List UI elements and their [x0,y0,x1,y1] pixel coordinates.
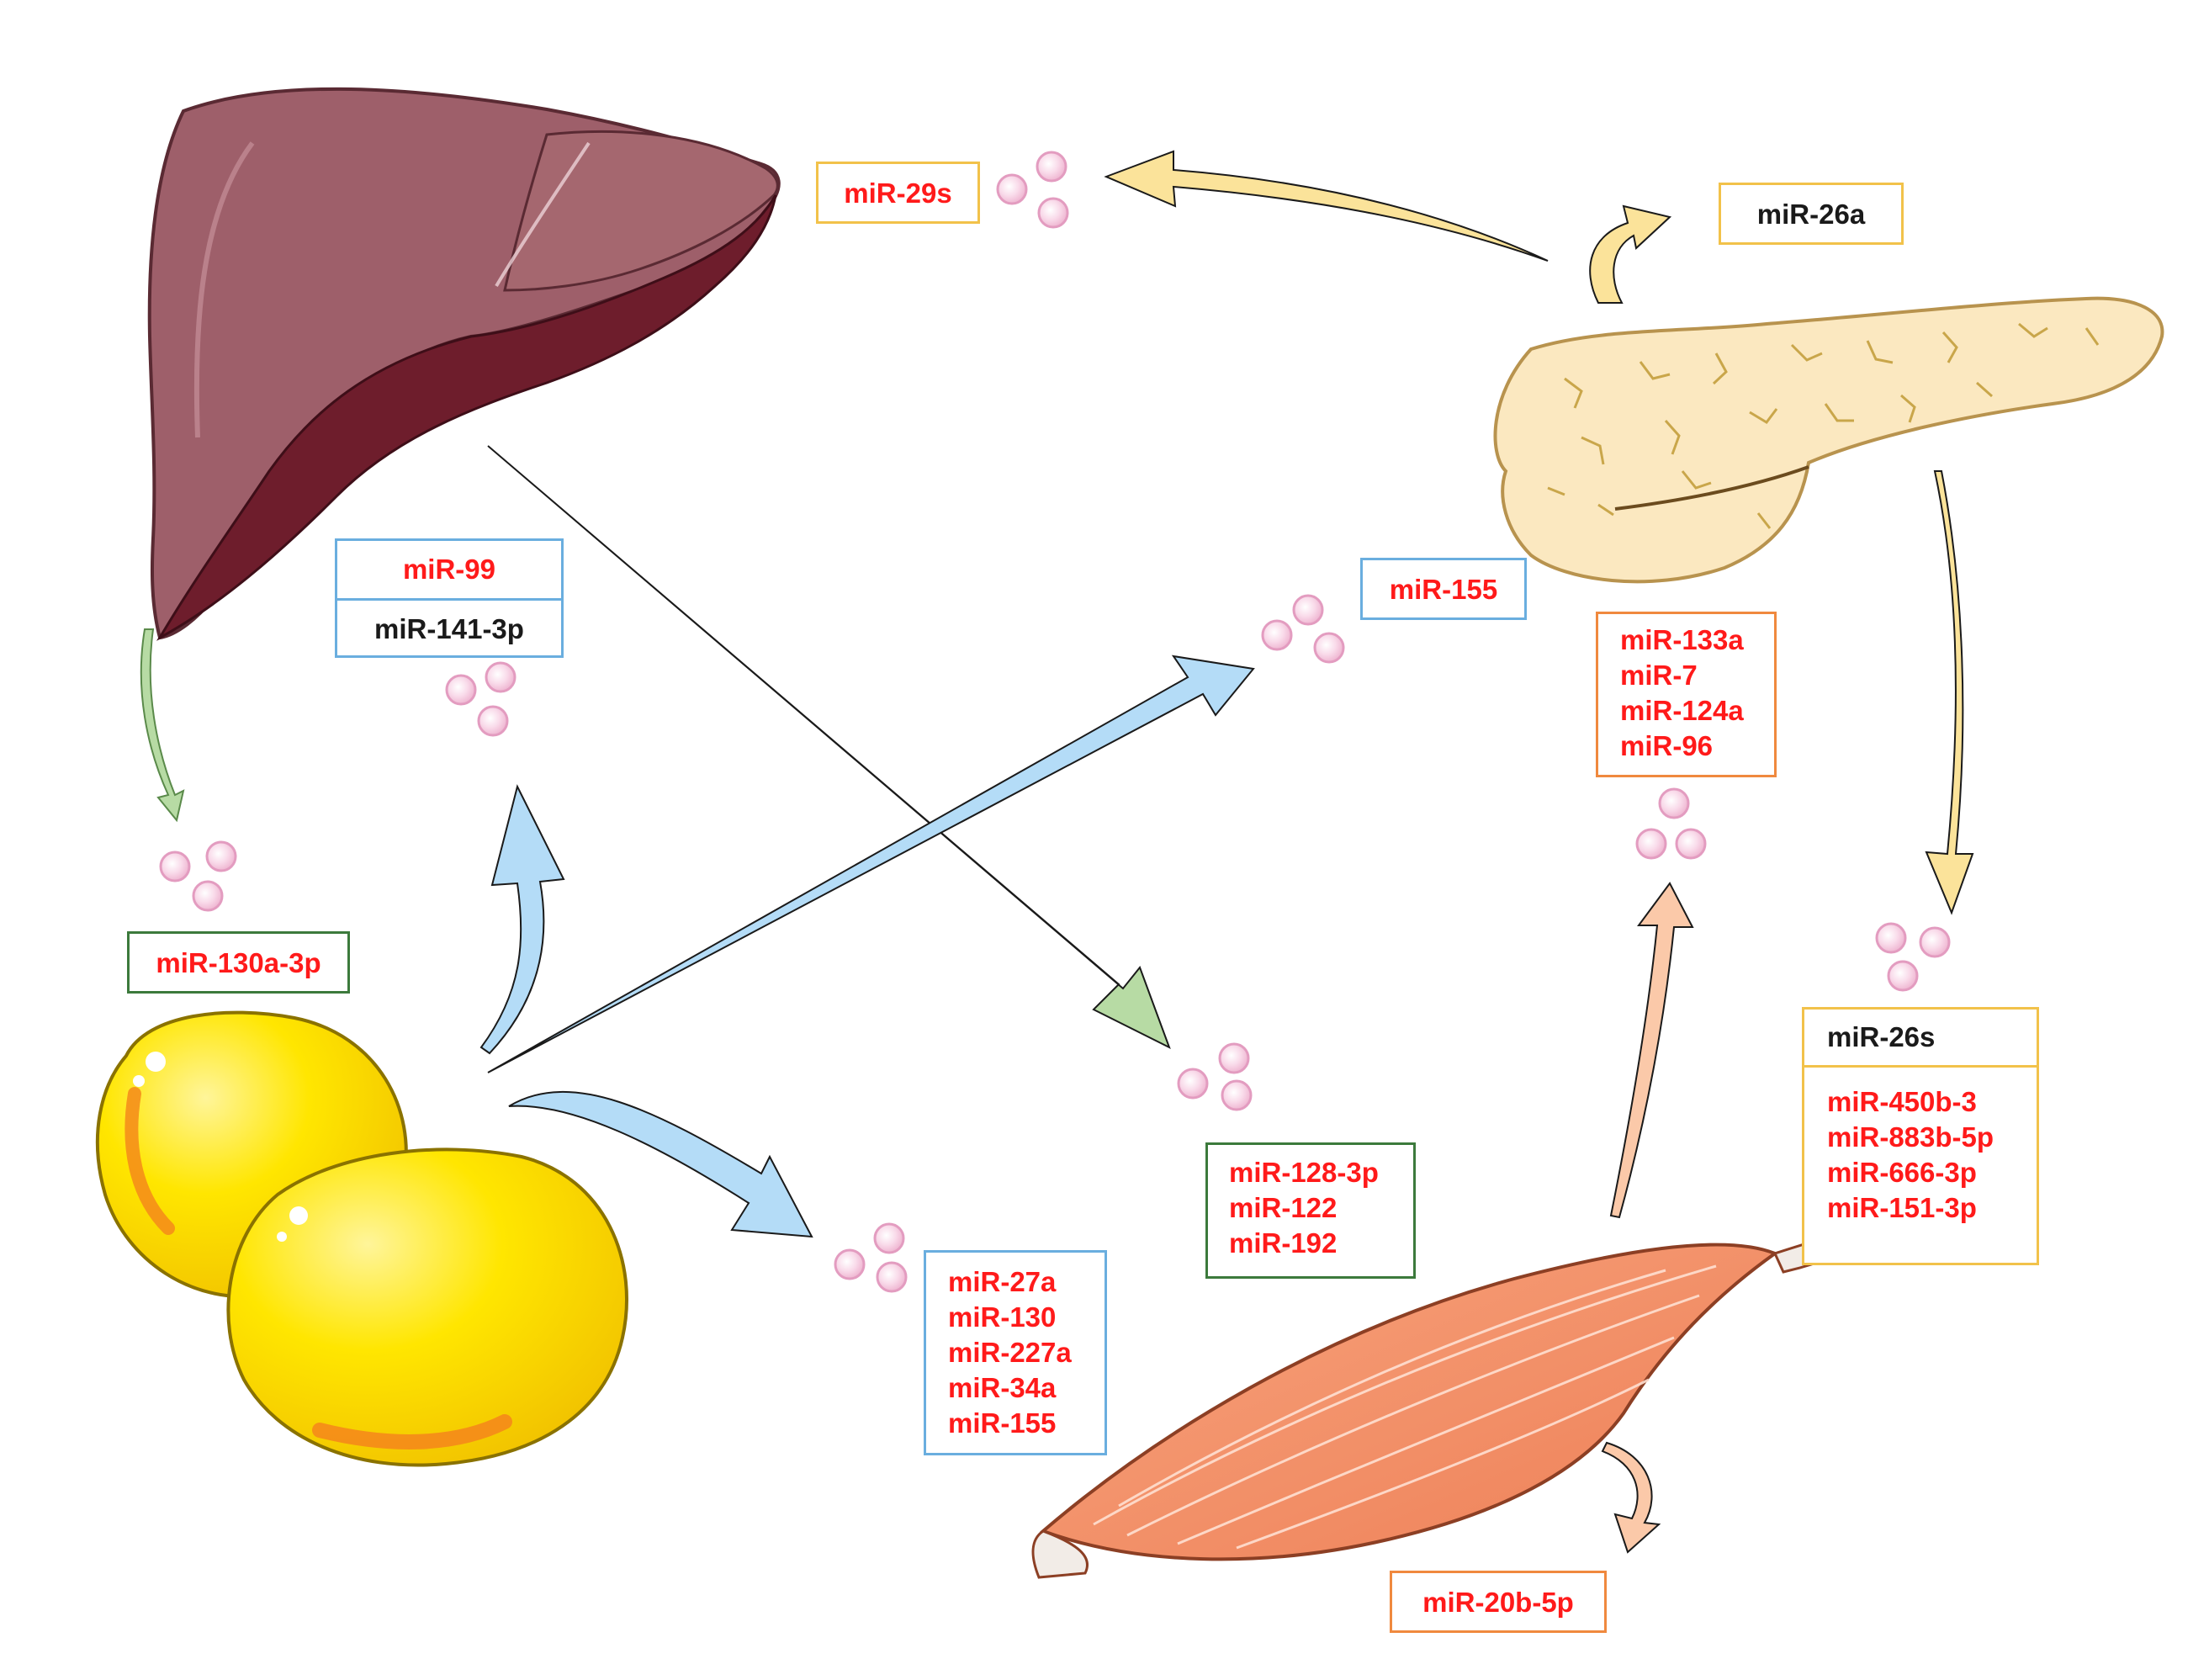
mirna-name: miR-27a [948,1266,1057,1297]
label-liver-adipose-pair: miR-99 miR-141-3p [335,538,564,658]
label-mir26a: miR-26a [1719,183,1904,245]
pancreas-illustration [1493,296,2164,584]
pancreas-lobule-texture [1547,322,2100,529]
arrow-muscle-to-pancreas [1609,882,1694,1219]
liver-left-lobe [503,130,779,292]
mirna-name: miR-130 [948,1301,1057,1333]
mirna-name: miR-155 [948,1407,1057,1439]
label-mir130a: miR-130a-3p [127,931,350,994]
label-mir29s: miR-29s [816,162,980,224]
mirna-name: miR-133a [1620,624,1744,655]
mirna-name: miR-227a [948,1337,1072,1368]
vesicle-cluster [445,661,516,737]
label-liver-group: miR-128-3p miR-122 miR-192 [1205,1142,1416,1279]
mirna-name: miR-124a [1620,695,1744,726]
vesicle-cluster [1261,594,1345,664]
vesicle-cluster [1875,922,1951,992]
mirna-name: miR-26a [1756,199,1866,230]
vesicle-cluster [996,151,1069,229]
mirna-name: miR-666-3p [1827,1157,1977,1188]
arrow-muscle-curl [1601,1441,1661,1554]
vesicle-cluster [159,840,237,912]
mirna-name: miR-7 [1620,660,1698,691]
vesicle-cluster [1635,787,1707,860]
mirna-name: miR-883b-5p [1827,1121,1994,1153]
mirna-name: miR-450b-3 [1827,1086,1977,1117]
liver-underside [156,194,777,641]
label-pancreas-group: miR-133a miR-7 miR-124a miR-96 [1596,612,1777,777]
arrow-pancreas-to-liver [1104,150,1549,262]
tendon-left [1031,1529,1089,1579]
arrow-pancreas-to-muscle [1925,470,1974,915]
arrow-liver-to-muscle [487,445,1171,1050]
mirna-name: miR-141-3p [374,613,524,644]
adipocyte-front [226,1147,628,1467]
mirna-name: miR-128-3p [1229,1157,1379,1188]
mirna-header: miR-26s [1804,1010,2037,1068]
label-mir26s-group: miR-26s miR-450b-3 miR-883b-5p miR-666-3… [1802,1007,2039,1265]
arrow-liver-to-adipose [140,628,185,823]
arrow-adipose-to-group [508,1090,813,1238]
label-mir155-top: miR-155 [1360,558,1527,620]
mirna-name: miR-29s [844,178,952,209]
arrow-pancreas-curl [1589,204,1672,304]
mirna-name: miR-34a [948,1372,1057,1403]
label-adipose-group: miR-27a miR-130 miR-227a miR-34a miR-155 [924,1250,1107,1455]
label-mir20b: miR-20b-5p [1390,1571,1607,1633]
mirna-name: miR-151-3p [1827,1192,1977,1223]
pancreas-body [1493,296,2164,584]
liver-illustration [147,87,781,641]
muscle-belly [1040,1243,1779,1561]
vesicle-cluster [1177,1042,1253,1111]
mirna-name: miR-192 [1229,1227,1338,1259]
liver-highlight [193,141,255,438]
vesicle-cluster [834,1222,908,1293]
mirna-name: miR-155 [1389,574,1498,605]
muscle-illustration [1031,1227,1861,1579]
mirna-name: miR-96 [1620,730,1714,761]
arrow-adipose-to-liver [479,784,565,1055]
mirna-name: miR-99 [337,541,561,601]
mirna-name: miR-130a-3p [156,947,321,978]
muscle-fibers [1093,1264,1717,1550]
adipose-illustration [95,1010,628,1467]
arrow-adipose-to-pancreas [487,655,1255,1073]
mirna-name: miR-20b-5p [1422,1587,1574,1618]
mirna-name: miR-122 [1229,1192,1338,1223]
